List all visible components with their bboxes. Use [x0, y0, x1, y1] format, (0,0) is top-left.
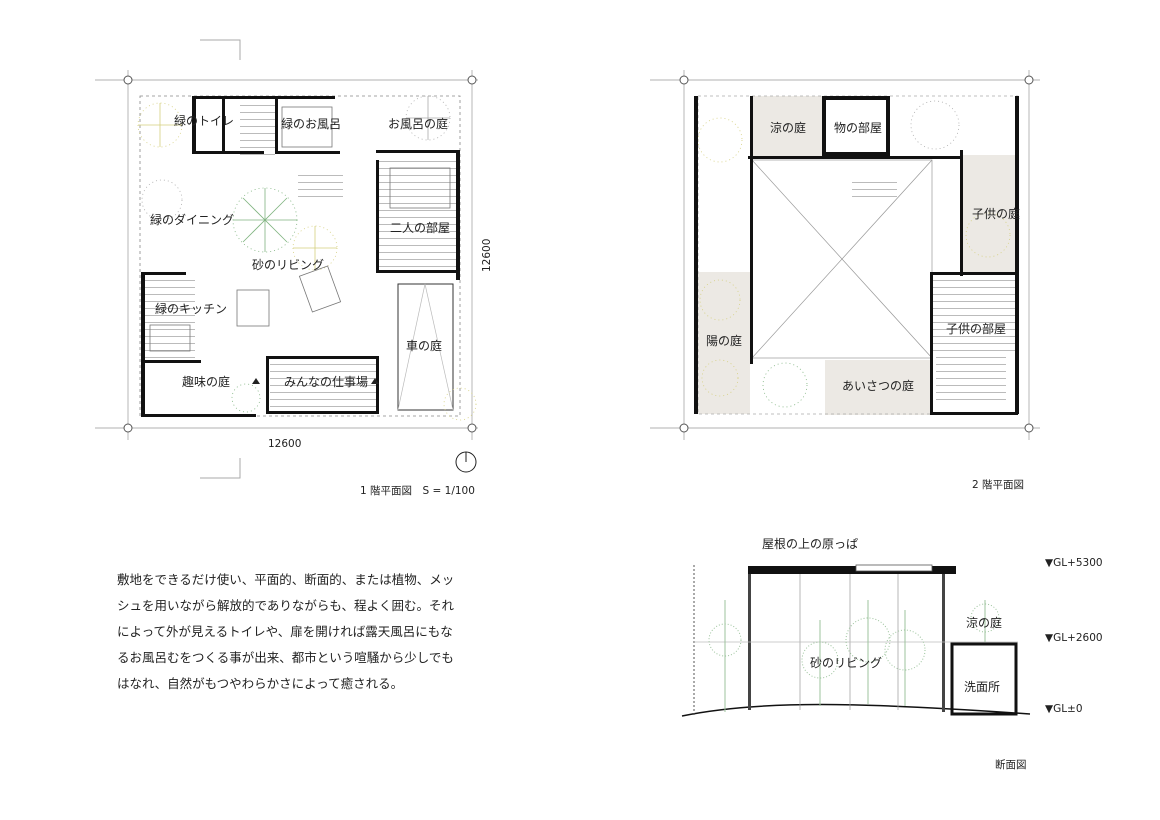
room-label-cool-garden: 涼の庭	[770, 120, 806, 135]
entrance-arrow-icon	[371, 378, 379, 384]
grid-lines-2f	[650, 70, 1040, 440]
room-label-green-bath: 緑のお風呂	[281, 116, 341, 131]
section-marker-top	[200, 39, 241, 60]
upper-floor-plan: 涼の庭 物の部屋 子供の庭 陽の庭 子供の部屋 あいさつの庭 2 階平面図	[650, 70, 1040, 491]
plan1-caption: 1 階平面図 S = 1/100	[360, 485, 475, 497]
room-label-storage: 物の部屋	[834, 120, 882, 135]
walls-1f	[141, 96, 460, 417]
walls-2f	[694, 96, 1019, 415]
level-label: ▼GL+5300	[1045, 557, 1103, 569]
section-trees	[708, 600, 1000, 712]
room-label-sun-garden: 陽の庭	[706, 333, 742, 348]
plan2-caption: 2 階平面図	[972, 479, 1024, 491]
room-label-hobby-garden: 趣味の庭	[182, 374, 230, 389]
description-line: シュを用いながら解放的でありながらも、程よく囲む。それ	[117, 598, 455, 613]
dimension-width: 12600	[268, 438, 301, 450]
room-label-car-garden: 車の庭	[406, 338, 442, 353]
section-label-cool-garden: 涼の庭	[966, 615, 1002, 630]
plant-symbols	[137, 95, 477, 421]
void	[751, 159, 933, 359]
room-label-sand-living: 砂のリビング	[252, 258, 324, 272]
north-arrow-icon	[455, 451, 477, 473]
description-line: はなれ、自然がもつやわらかさによって癒される。	[117, 676, 404, 691]
section-label-wash-room: 洗面所	[964, 680, 1000, 694]
roof-slab	[748, 566, 956, 574]
grid-lines	[95, 70, 478, 440]
description-line: 敷地をできるだけ使い、平面的、断面的、または植物、メッ	[117, 572, 455, 587]
room-label-child-room: 子供の部屋	[946, 321, 1006, 336]
entrance-arrow-icon	[252, 378, 260, 384]
wash-room-box	[950, 642, 1018, 716]
description-text: 敷地をできるだけ使い、平面的、断面的、または植物、メッ シュを用いながら解放的で…	[117, 567, 512, 697]
section-drawing: 屋根の上の原っぱ 涼の庭 砂のリビング 洗面所 ▼GL+5300 ▼GL+260…	[681, 537, 1103, 771]
room-label-greeting-garden: あいさつの庭	[842, 378, 914, 393]
section-caption: 断面図	[995, 758, 1027, 771]
room-label-child-garden: 子供の庭	[972, 206, 1020, 221]
section-marker-bottom	[200, 458, 241, 479]
room-label-green-dining: 緑のダイニング	[150, 212, 234, 227]
grid-circles-2f	[679, 75, 1034, 433]
garden-fills-2f	[698, 96, 1017, 415]
roof-label: 屋根の上の原っぱ	[762, 537, 858, 551]
section-label-sand-living: 砂のリビング	[810, 656, 882, 670]
furniture	[149, 106, 451, 352]
description-line: によって外が見えるトイレや、扉を開ければ露天風呂にもな	[117, 624, 453, 639]
car-garden-area	[397, 283, 454, 411]
ground-line	[681, 703, 1031, 717]
level-label: ▼GL±0	[1045, 703, 1083, 715]
description-line: るお風呂むをつくる事が出来、都市という喧騒から少しでも	[117, 650, 454, 665]
room-label-workplace: みんなの仕事場	[284, 375, 368, 389]
level-label: ▼GL+2600	[1045, 632, 1103, 644]
room-label-green-toilet: 緑のトイレ	[174, 113, 234, 128]
hatched-floors-2f	[852, 178, 1015, 405]
grid-circles	[123, 75, 477, 433]
room-label-bath-garden: お風呂の庭	[388, 116, 448, 131]
room-label-two-room: 二人の部屋	[390, 220, 450, 235]
ground-floor-plan: 緑のトイレ 緑のお風呂 お風呂の庭 緑のダイニング 二人の部屋 砂のリビング 緑…	[95, 39, 493, 497]
dimension-height: 12600	[481, 239, 493, 272]
room-label-green-kitchen: 緑のキッチン	[155, 301, 227, 316]
hatched-floors	[145, 100, 458, 415]
